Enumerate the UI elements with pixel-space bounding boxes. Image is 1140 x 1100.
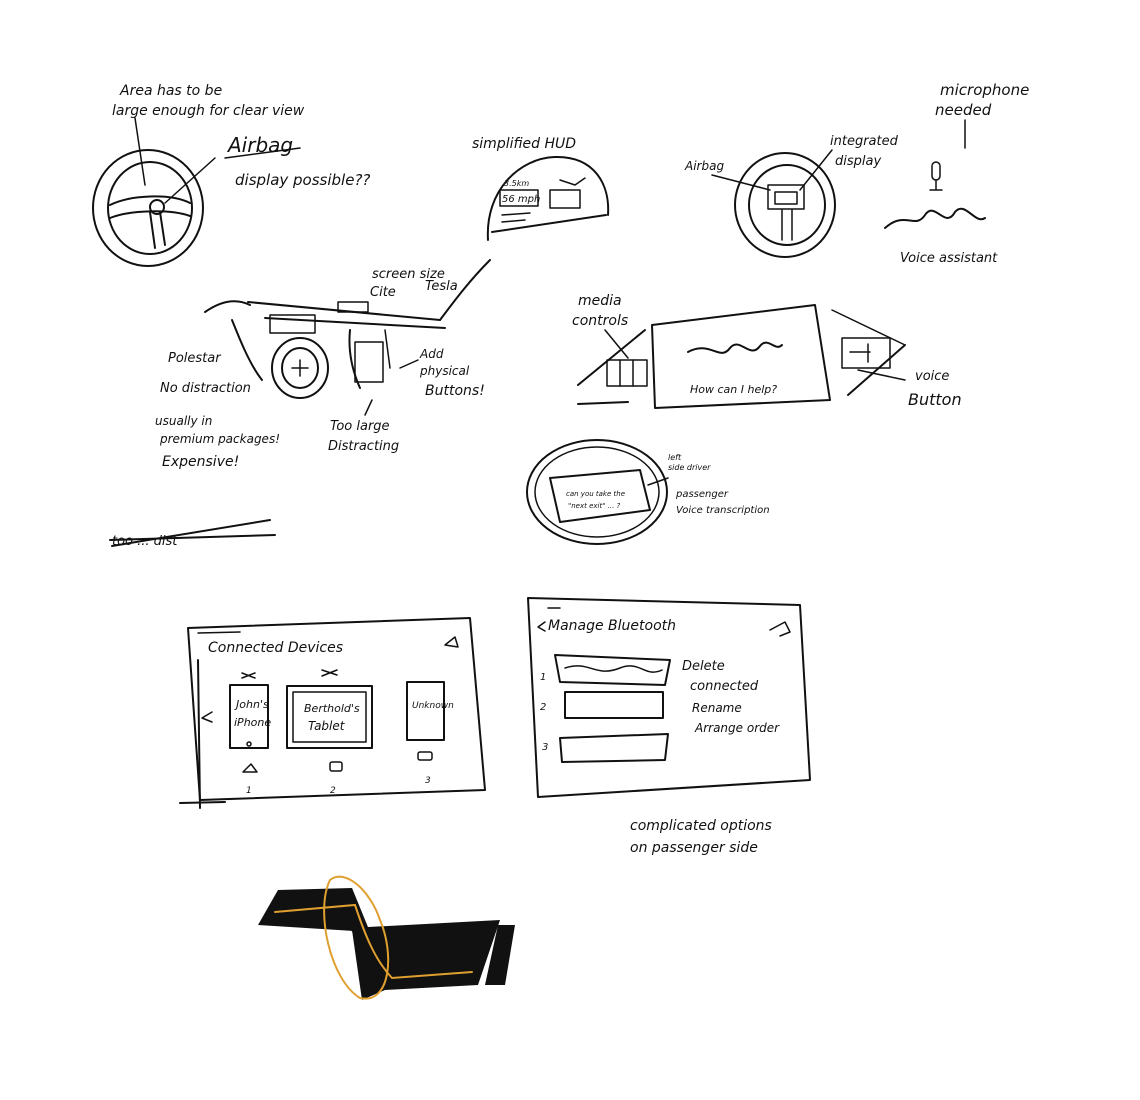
note-passenger-line2: Voice transcription	[676, 505, 770, 516]
connected-devices-screen: Connected Devices John's iPhone 1 Bertho…	[179, 617, 486, 809]
device-1-glyph	[242, 763, 258, 773]
note-no-distraction: No distraction	[160, 381, 251, 396]
note-usually-line1: usually in	[155, 414, 212, 428]
note-add-line3: Buttons!	[425, 383, 485, 399]
bluetooth-icon-1	[241, 672, 256, 679]
voice-screen-sketch: How can I help?	[577, 304, 906, 409]
note-complicated-line1: complicated options	[630, 818, 772, 834]
device-3-index: 3	[425, 776, 431, 786]
note-left-side-line2: side driver	[668, 463, 711, 472]
device-1-line1: John's	[234, 698, 269, 711]
note-area-line1: Area has to be	[119, 83, 222, 99]
note-airbag-small: Airbag	[684, 159, 724, 173]
note-add-line2: physical	[419, 364, 470, 378]
note-usually-line3: Expensive!	[162, 454, 239, 470]
note-simplified-hud: simplified HUD	[472, 136, 576, 152]
device-card-2: Berthold's Tablet 2	[286, 669, 373, 796]
note-screen-size-line2: Cite	[370, 285, 396, 300]
note-integrated-line2: display	[835, 154, 881, 169]
note-voice-line1: voice	[915, 369, 949, 384]
bubble-text-line1: can you take the	[566, 490, 625, 498]
note-usually-line2: premium packages!	[159, 432, 280, 446]
hud-small-label: 3.5km	[504, 179, 529, 188]
too-large-pointer	[364, 399, 373, 416]
note-voice-assistant: Voice assistant	[900, 251, 998, 266]
hud-sketch: 56 mph 3.5km	[486, 155, 610, 241]
device-2-line1: Berthold's	[304, 702, 360, 715]
note-add-line1: Add	[419, 347, 444, 361]
option-arrange-order: Arrange order	[694, 721, 780, 735]
device-card-3: Unknown 3	[406, 681, 454, 786]
note-complicated-line2: on passenger side	[630, 840, 758, 856]
note-voice-line2: Button	[908, 390, 962, 409]
note-tesla: Tesla	[425, 279, 458, 294]
voice-waveform-icon	[884, 207, 986, 229]
row-1-number: 1	[540, 672, 546, 683]
back-arrow-icon	[201, 711, 213, 723]
row-3-number: 3	[542, 742, 548, 753]
highlight-path	[274, 875, 473, 1000]
microphone-icon	[929, 161, 943, 191]
settings-gear-icon	[444, 636, 459, 648]
note-area-line2: large enough for clear view	[112, 103, 305, 119]
steering-wheel-sketch-left	[92, 117, 216, 267]
hud-speed: 56 mph	[502, 194, 540, 205]
steering-wheel-sketch-right	[711, 149, 836, 258]
note-too-large-line1: Too large	[330, 419, 390, 434]
option-rename: Rename	[692, 701, 742, 715]
manage-bluetooth-screen: Manage Bluetooth 1 2 3 Delete connected …	[527, 597, 811, 798]
device-card-1: John's iPhone 1	[229, 672, 271, 796]
device-3-glyph	[417, 751, 433, 761]
option-delete: Delete	[682, 659, 725, 674]
note-media-line2: controls	[572, 313, 628, 329]
device-2-glyph	[329, 761, 343, 772]
row-2-number: 2	[540, 702, 546, 713]
device-1-index: 1	[246, 786, 252, 796]
strike-lines	[109, 519, 276, 547]
device-2-line2: Tablet	[308, 719, 346, 733]
row-1-selected-scribble	[564, 665, 663, 673]
note-microphone-line2: needed	[935, 101, 992, 119]
note-display-possible: display possible??	[235, 171, 370, 189]
note-polestar: Polestar	[168, 351, 222, 366]
note-passenger-line1: passenger	[675, 489, 729, 500]
airbag-underline	[224, 147, 301, 159]
assistant-prompt: How can I help?	[690, 383, 777, 396]
connected-devices-title: Connected Devices	[208, 640, 343, 656]
device-3-line1: Unknown	[412, 701, 454, 711]
device-1-line2: iPhone	[234, 716, 271, 729]
note-too-large-line2: Distracting	[328, 439, 399, 454]
note-integrated-line1: integrated	[830, 134, 899, 149]
note-microphone-line1: microphone	[940, 81, 1029, 99]
bluetooth-icon-2	[321, 669, 338, 677]
option-connected: connected	[690, 679, 759, 694]
note-screen-size-line1: screen size	[372, 267, 445, 282]
device-2-index: 2	[330, 786, 336, 796]
back-arrow-icon-2	[537, 621, 546, 632]
manage-bluetooth-title: Manage Bluetooth	[548, 618, 676, 634]
passenger-bubble-sketch: can you take the "next exit" ... ?	[526, 439, 669, 545]
note-media-line1: media	[578, 293, 622, 309]
bubble-text-line2: "next exit" ... ?	[568, 502, 621, 510]
bluetooth-icon-3	[769, 621, 791, 637]
dashboard-sketch	[204, 259, 491, 399]
note-left-side-line1: left	[668, 453, 682, 462]
